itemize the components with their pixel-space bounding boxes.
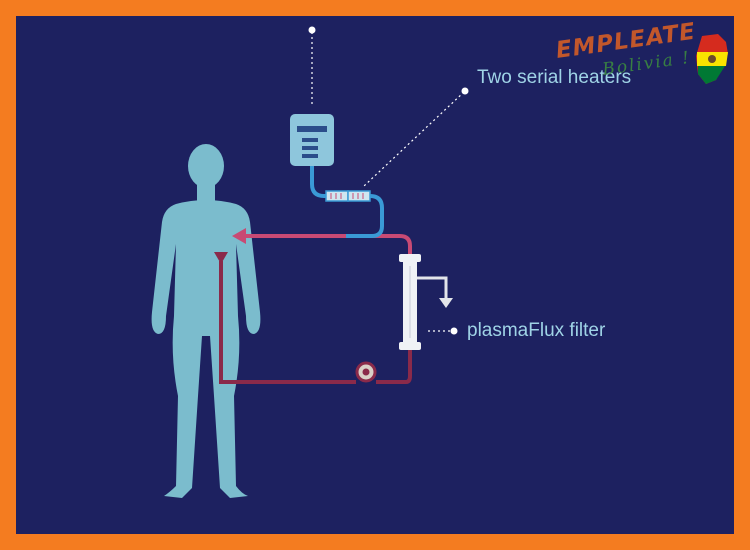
logo: EMPLEATE Bolivia ! <box>552 19 732 96</box>
circuit-diagram <box>151 26 469 498</box>
bag-leader-dot <box>308 26 316 34</box>
filter-leader-dot <box>450 327 458 335</box>
blood-return-line <box>244 234 412 259</box>
filtrate-arrow-icon <box>439 298 453 308</box>
draw-arrow-icon <box>214 252 228 264</box>
bolivia-map-icon <box>696 34 728 84</box>
plasma-filter-icon <box>399 254 421 350</box>
infusion-bag-icon <box>290 114 334 166</box>
serial-heaters-icon <box>325 190 371 202</box>
return-arrow-icon <box>232 228 246 244</box>
heaters-label: Two serial heaters <box>477 67 632 88</box>
heater-leader-line <box>363 91 465 187</box>
filter-label: plasmaFlux filter <box>467 320 606 341</box>
filtrate-line <box>417 276 448 300</box>
diagram-panel: Two serial heaters plasmaFlux filter EMP… <box>16 16 734 534</box>
blood-draw-line <box>219 261 356 384</box>
human-body-silhouette <box>151 144 261 498</box>
heater-leader-dot <box>461 87 469 95</box>
infusion-line <box>310 166 384 238</box>
filter-inlet-line <box>376 346 412 384</box>
